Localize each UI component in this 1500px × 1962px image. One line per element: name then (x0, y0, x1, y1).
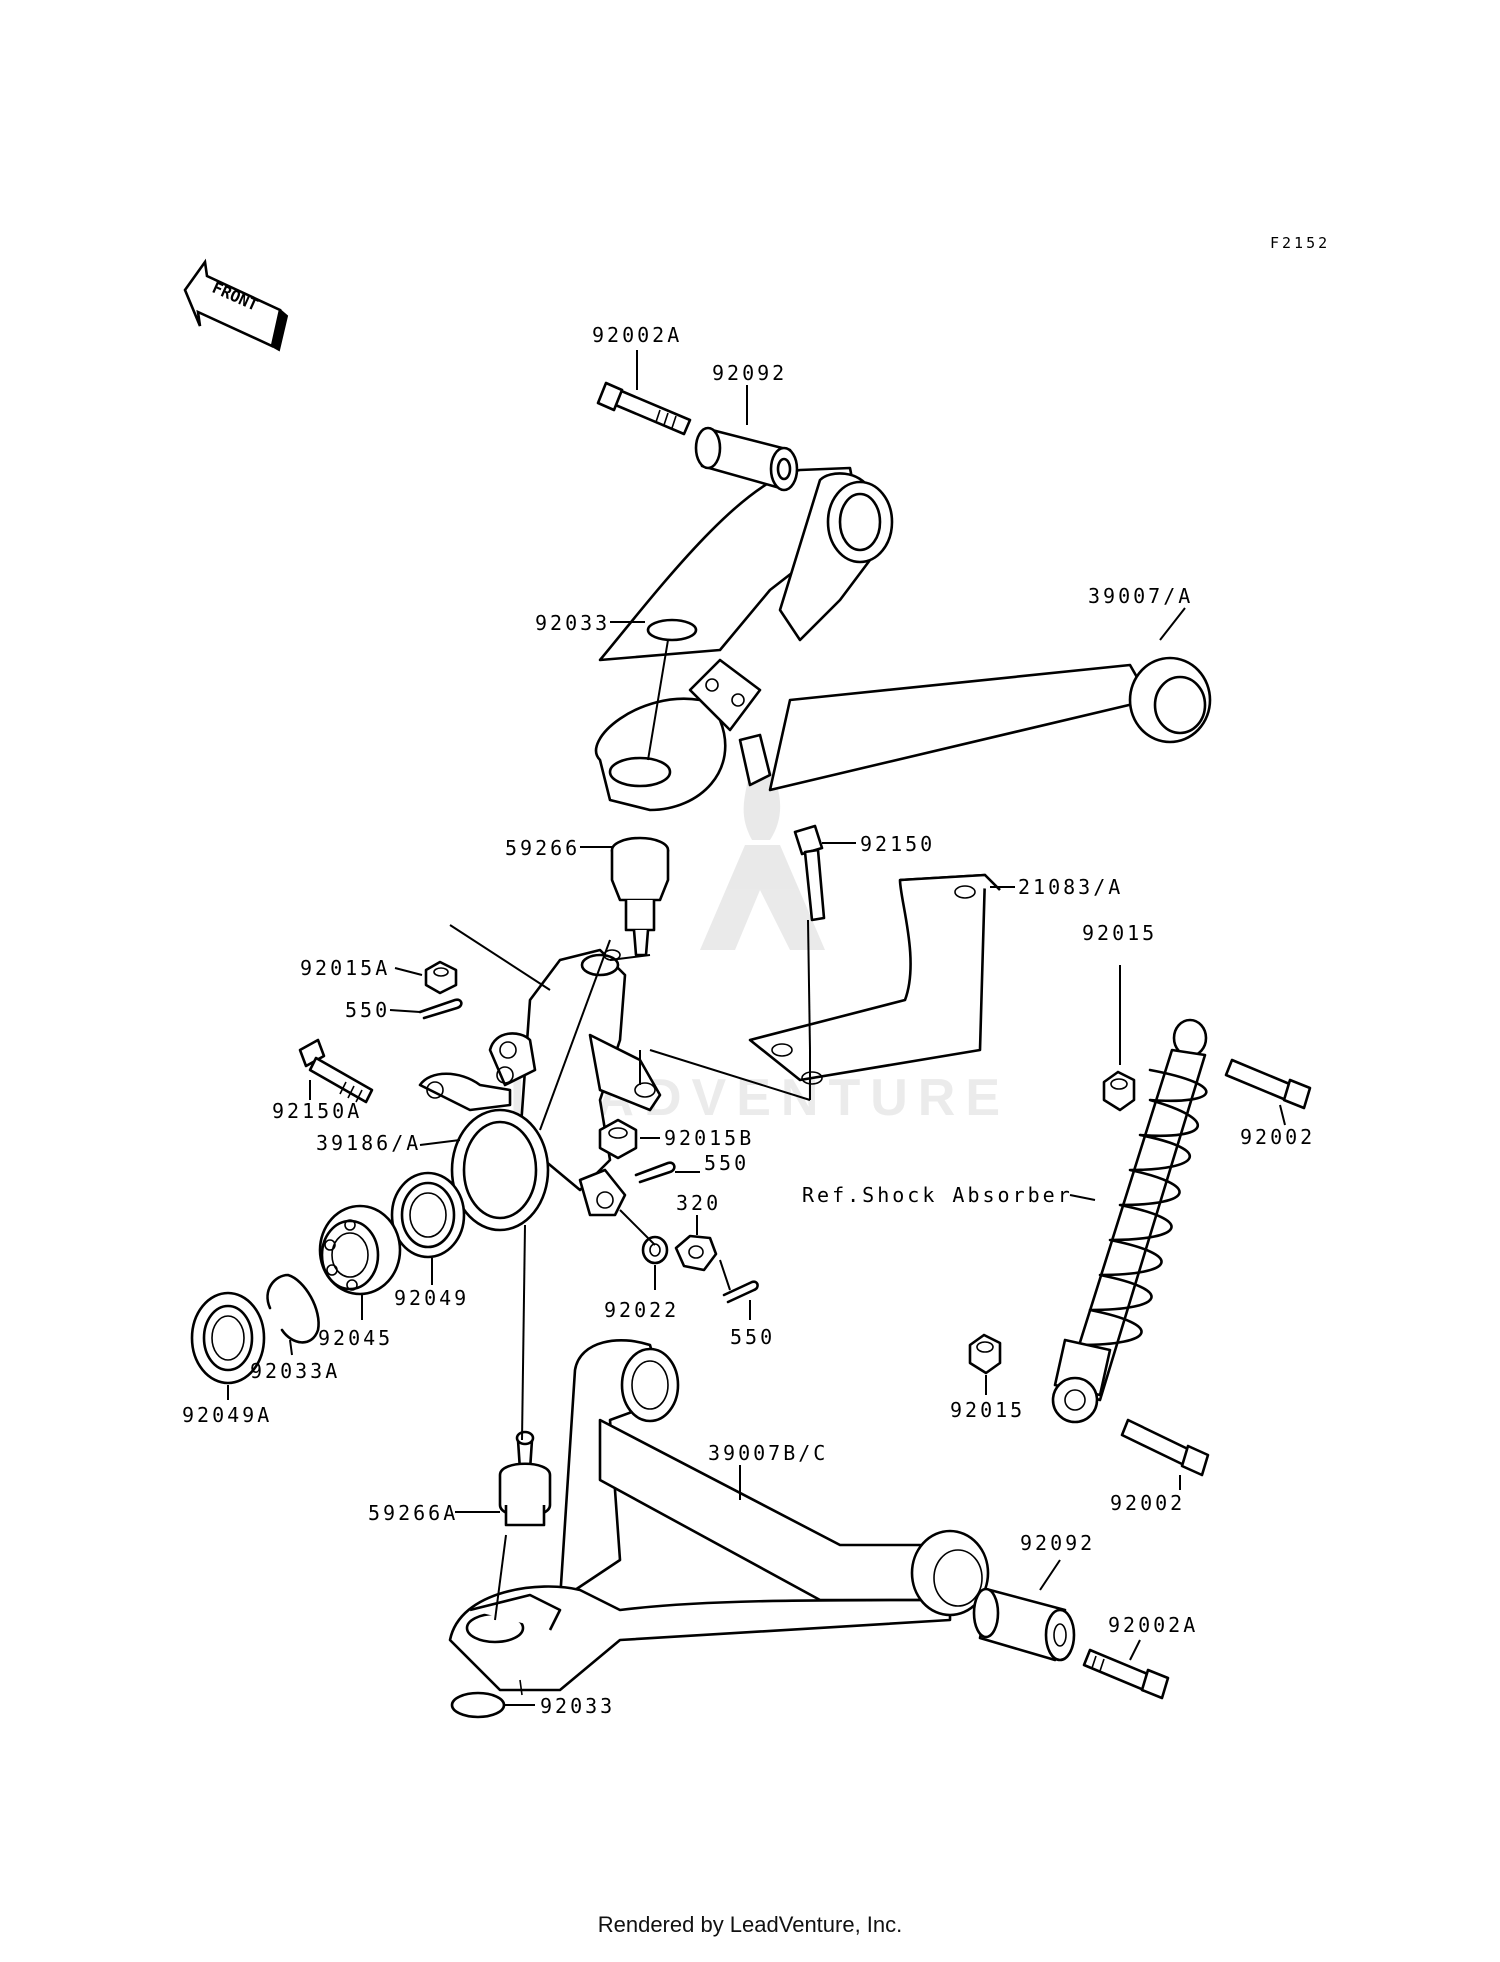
label-92002a-top: 92002A (592, 323, 682, 347)
label-ref-shock-absorber: Ref.Shock Absorber (802, 1183, 1073, 1207)
label-92033a: 92033A (250, 1359, 340, 1383)
nut-92015-top (1102, 1070, 1136, 1112)
shock-absorber (1051, 1018, 1208, 1424)
label-59266a: 59266A (368, 1501, 458, 1525)
label-59266: 59266 (505, 836, 580, 860)
label-39007bc: 39007B/C (708, 1441, 828, 1465)
label-92150a: 92150A (272, 1099, 362, 1123)
label-92002-low: 92002 (1110, 1491, 1185, 1515)
label-92002-right: 92002 (1240, 1125, 1315, 1149)
nut-92015a (424, 960, 458, 995)
lower-a-arm (448, 1339, 990, 1696)
label-92033-low: 92033 (540, 1694, 615, 1718)
circlip-92033-low (450, 1691, 506, 1719)
front-arrow-icon: FRONT (183, 258, 289, 352)
bolt-92150a (298, 1038, 374, 1104)
label-92015-low: 92015 (950, 1398, 1025, 1422)
part-labels: 92002A 92092 92033 39007/A 59266 92150 2… (182, 323, 1315, 1718)
bolt-92150 (793, 824, 826, 922)
label-21083a: 21083/A (1018, 875, 1123, 899)
cotter-pin-550-c (722, 1280, 759, 1304)
ball-joint-59266 (610, 836, 670, 957)
cotter-pin-550-b (634, 1161, 676, 1184)
label-92002a-low: 92002A (1108, 1613, 1198, 1637)
seal-92049a (190, 1291, 266, 1385)
label-92150: 92150 (860, 832, 935, 856)
bushing-92092-top (694, 426, 799, 492)
label-92092-top: 92092 (712, 361, 787, 385)
label-550-a: 550 (345, 998, 390, 1022)
washer-92022 (641, 1235, 669, 1265)
label-92049: 92049 (394, 1286, 469, 1310)
figure-code: F2152 (1270, 234, 1330, 252)
label-92045: 92045 (318, 1326, 393, 1350)
label-320: 320 (676, 1191, 721, 1215)
leader-lines (227, 350, 1286, 1706)
bushing-92092-low (972, 1587, 1076, 1662)
nut-92015-low (968, 1333, 1002, 1375)
label-92015b: 92015B (664, 1126, 754, 1150)
label-92015a: 92015A (300, 956, 390, 980)
nut-92015b (598, 1118, 638, 1160)
bolt-92002a-low (1082, 1648, 1170, 1700)
label-39186a: 39186/A (316, 1131, 421, 1155)
rendered-by-footer: Rendered by LeadVenture, Inc. (597, 1912, 903, 1937)
bolt-92002-right (1224, 1058, 1312, 1110)
label-92092-low: 92092 (1020, 1531, 1095, 1555)
label-92022: 92022 (604, 1298, 679, 1322)
cotter-pin-550-a (418, 998, 463, 1020)
castle-nut-320 (674, 1234, 718, 1272)
bolt-92002a-top (596, 381, 692, 436)
ball-joint-59266a (498, 1430, 552, 1527)
label-550-b: 550 (704, 1151, 749, 1175)
label-92049a: 92049A (182, 1403, 272, 1427)
bearing-92045 (318, 1204, 402, 1296)
label-92033-top: 92033 (535, 611, 610, 635)
label-39007a: 39007/A (1088, 584, 1193, 608)
label-92015-top: 92015 (1082, 921, 1157, 945)
circlip-92033-top (646, 618, 698, 642)
upper-a-arm (594, 466, 1212, 812)
circlip-92033a (266, 1273, 320, 1344)
seal-92049 (390, 1171, 466, 1259)
bolt-92002-low (1120, 1418, 1210, 1477)
label-550-c: 550 (730, 1325, 775, 1349)
